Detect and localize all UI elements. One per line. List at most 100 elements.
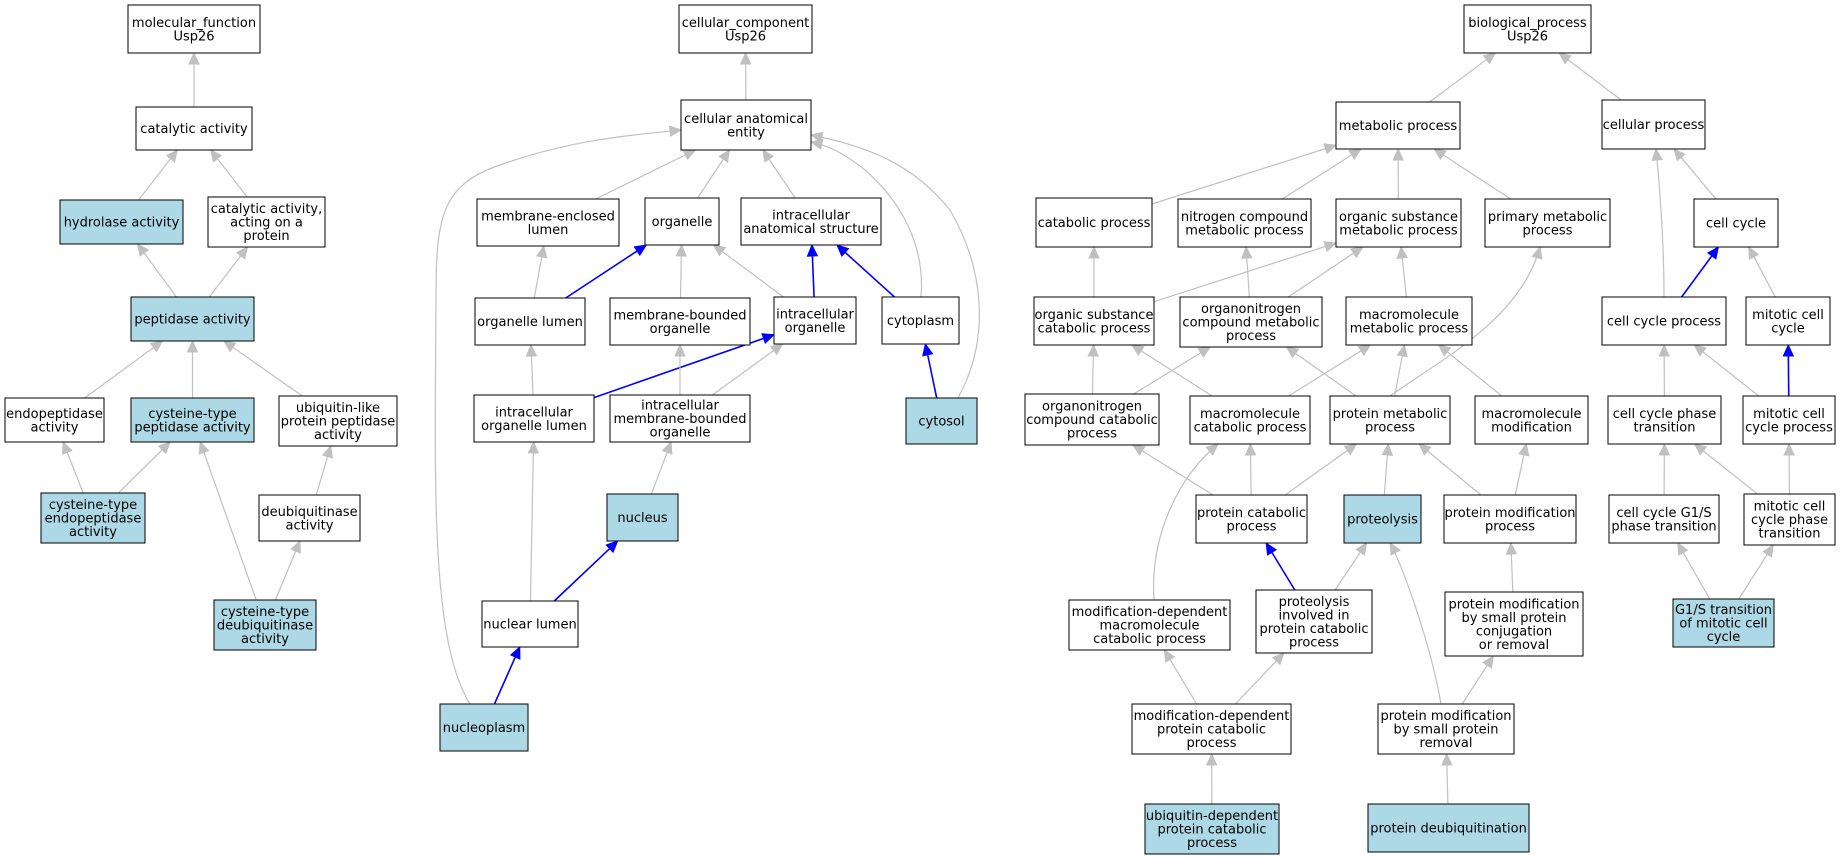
edge-catabolic-to-metabolic bbox=[1151, 143, 1338, 205]
edge-organonitrogen-catabolic-to-organic-catabolic-arrowhead bbox=[1087, 343, 1100, 357]
node-organic-metabolic-label-line: metabolic process bbox=[1339, 223, 1458, 238]
node-protein-catabolic-label-line: protein catabolic bbox=[1197, 506, 1306, 521]
node-moddep-macro-catabolic[interactable]: modification-dependentmacromoleculecatab… bbox=[1068, 599, 1231, 651]
node-peptidase[interactable]: peptidase activity bbox=[130, 296, 255, 342]
node-cae-box bbox=[680, 99, 812, 151]
node-cae-label-line: cellular anatomical bbox=[684, 112, 808, 127]
node-cell-cycle-process[interactable]: cell cycle process bbox=[1601, 296, 1727, 346]
node-cytosol[interactable]: cytosol bbox=[905, 397, 978, 445]
edge-organic-metabolic-to-metabolic bbox=[1392, 147, 1404, 200]
edge-intra-organelle-to-intra-anat-arrowhead bbox=[806, 243, 819, 257]
node-organelle[interactable]: organelle bbox=[644, 197, 720, 246]
edge-endopeptidase-to-peptidase bbox=[84, 340, 164, 399]
node-organonitrogen-metabolic-label-line: process bbox=[1226, 329, 1276, 344]
node-cellular-process[interactable]: cellular process bbox=[1601, 99, 1706, 150]
edge-mitotic-phase-to-mitotic-process bbox=[1783, 442, 1795, 495]
node-catalytic-label-line: catalytic activity bbox=[140, 122, 248, 137]
edge-organelle-lumen-to-organelle-arrowhead bbox=[633, 244, 648, 257]
node-nuclear-lumen[interactable]: nuclear lumen bbox=[481, 600, 579, 648]
edge-intra-membrane-organelle-to-intra-organelle bbox=[712, 343, 784, 396]
edge-intra-organelle-lumen-to-intra-organelle-arrowhead bbox=[761, 333, 776, 345]
node-metabolic-label-line: metabolic process bbox=[1339, 119, 1458, 134]
edge-metabolic-to-bp-root-arrowhead bbox=[1482, 52, 1497, 65]
node-nucleus[interactable]: nucleus bbox=[606, 493, 679, 542]
node-bp-root-box bbox=[1463, 4, 1592, 54]
edge-mitotic-phase-to-mitotic-process-arrowhead bbox=[1783, 442, 1795, 456]
edge-proteolysis-catabolic-to-protein-catabolic-arrowhead bbox=[1265, 541, 1278, 556]
node-catalytic[interactable]: catalytic activity bbox=[135, 106, 253, 151]
edge-cell-cycle-to-cellular-process bbox=[1673, 148, 1717, 200]
node-proteolysis-catabolic-label-line: protein catabolic bbox=[1259, 622, 1368, 637]
node-protein-catabolic-box bbox=[1195, 494, 1308, 544]
edge-mitotic-process-to-cell-cycle-process-arrowhead bbox=[1693, 344, 1707, 357]
node-nucleoplasm[interactable]: nucleoplasm bbox=[439, 703, 529, 752]
edge-mod-small-removal-to-mod-small-conj-arrowhead bbox=[1482, 654, 1494, 669]
node-protein-mod-label-line: process bbox=[1485, 519, 1535, 534]
edge-ub-catabolic-to-moddep-protein-catabolic bbox=[1205, 752, 1218, 805]
node-cytoplasm-label-line: cytoplasm bbox=[887, 314, 954, 329]
node-g1s-mitotic-label-line: G1/S transition bbox=[1675, 603, 1772, 618]
node-intra-membrane-organelle-label-line: membrane-bounded bbox=[613, 412, 746, 427]
node-protein-mod-label-line: protein modification bbox=[1444, 506, 1575, 521]
node-deubiquitination[interactable]: protein deubiquitination bbox=[1367, 803, 1530, 853]
node-catabolic[interactable]: catabolic process bbox=[1035, 197, 1153, 248]
edge-protein-catabolic-to-organonitrogen-catabolic-arrowhead bbox=[1131, 444, 1146, 456]
edge-organelle-to-cae bbox=[697, 148, 731, 199]
edge-peptidase-to-hydrolase bbox=[136, 243, 177, 298]
node-nitrogen-metabolic-label-line: nitrogen compound bbox=[1181, 210, 1308, 225]
node-organelle-lumen[interactable]: organelle lumen bbox=[474, 297, 586, 346]
edge-intra-membrane-organelle-to-membrane-organelle-arrowhead bbox=[674, 343, 686, 357]
node-metabolic[interactable]: metabolic process bbox=[1335, 101, 1461, 150]
node-cys-endopeptidase-label-line: cysteine-type bbox=[49, 498, 137, 513]
node-endopeptidase-label-line: endopeptidase bbox=[6, 407, 103, 422]
node-cytoplasm[interactable]: cytoplasm bbox=[881, 296, 960, 345]
edge-membrane-lumen-to-cae bbox=[595, 149, 697, 200]
edge-deubiquitinase-to-ubl-peptidase-arrowhead bbox=[321, 444, 333, 459]
node-cell-cycle[interactable]: cell cycle bbox=[1693, 198, 1779, 248]
node-proteolysis[interactable]: proteolysis bbox=[1343, 494, 1422, 544]
edge-cell-cycle-to-cellular-process-arrowhead bbox=[1673, 148, 1686, 162]
node-hydrolase[interactable]: hydrolase activity bbox=[59, 199, 184, 245]
